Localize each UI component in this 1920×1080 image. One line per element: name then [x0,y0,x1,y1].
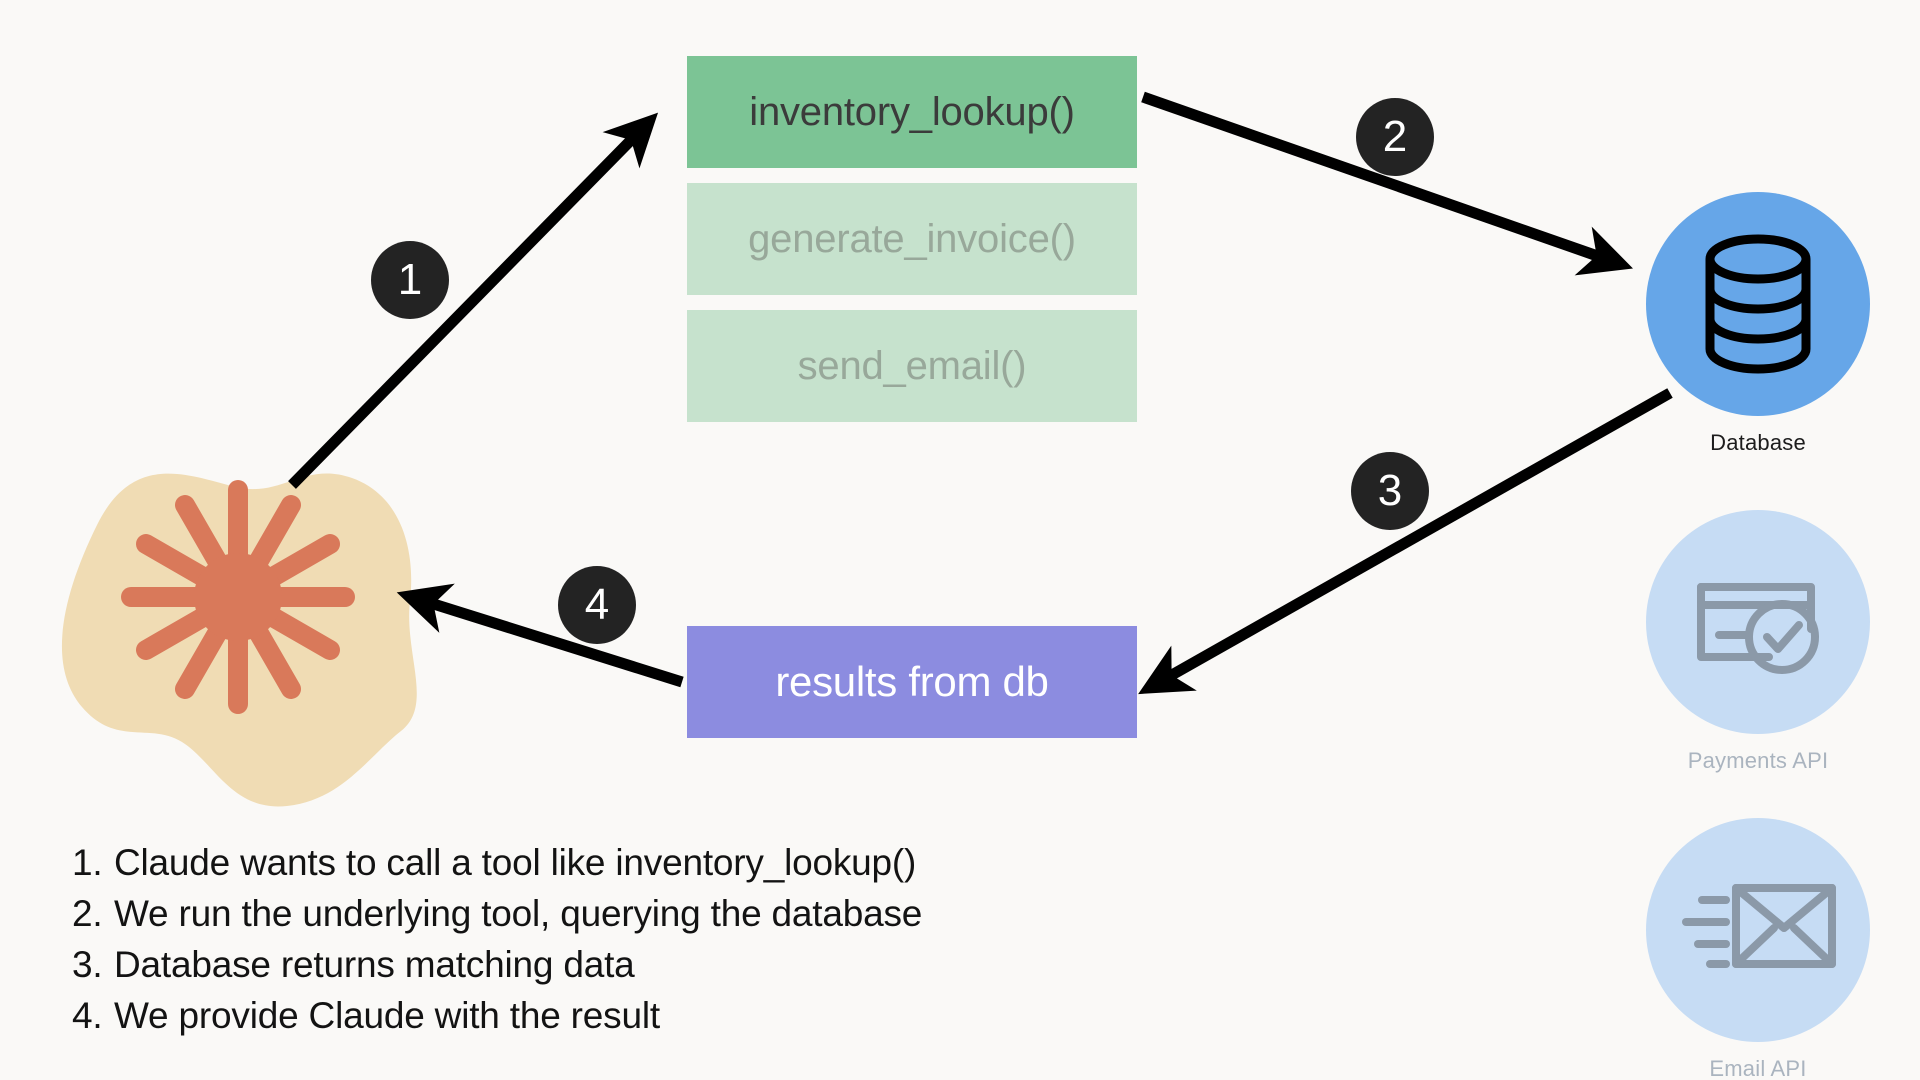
caption-number: 3. [72,944,103,985]
caption-text: Claude wants to call a tool like invento… [114,842,917,883]
arrow-claude-to-tool [288,112,659,489]
service-disc [1646,192,1870,416]
caption-text: We provide Claude with the result [114,995,660,1036]
tool-item-send-email[interactable]: send_email() [687,310,1137,422]
service-email-api[interactable]: Email API [1646,818,1870,1080]
service-label: Payments API [1687,748,1829,773]
service-disc [1646,818,1870,1042]
service-label: Email API [1709,1056,1807,1080]
tool-item-label: send_email() [797,343,1027,388]
caption-number: 4. [72,995,103,1036]
step-badge-4: 4 [558,566,636,644]
step-badge-number: 4 [584,580,610,629]
results-from-db-box: results from db [687,626,1137,738]
service-label: Database [1710,430,1806,455]
step-badge-3: 3 [1351,452,1429,530]
step-badge-2: 2 [1356,98,1434,176]
claude-blob [61,473,417,807]
step-badge-number: 3 [1377,466,1403,515]
caption-text: Database returns matching data [114,944,635,985]
service-payments-api[interactable]: Payments API [1646,510,1870,774]
caption-step-4: 4. We provide Claude with the result [72,995,1272,1046]
steps-caption-list: 1. Claude wants to call a tool like inve… [72,842,1272,1046]
arrow-database-to-results [1138,388,1673,695]
step-badge-number: 2 [1382,112,1408,161]
database-icon [1705,234,1811,374]
service-disc [1646,510,1870,734]
caption-step-2: 2. We run the underlying tool, querying … [72,893,1272,944]
caption-number: 2. [72,893,103,934]
results-label: results from db [775,658,1049,705]
tool-item-label: generate_invoice() [748,216,1076,261]
caption-step-3: 3. Database returns matching data [72,944,1272,995]
caption-text: We run the underlying tool, querying the… [114,893,923,934]
tool-item-generate-invoice[interactable]: generate_invoice() [687,183,1137,295]
step-badge-1: 1 [371,241,449,319]
step-badge-number: 1 [397,255,423,304]
email-envelope-icon [1682,884,1836,968]
service-database[interactable]: Database [1646,192,1870,456]
starburst-rays [121,480,355,714]
caption-number: 1. [72,842,103,883]
credit-card-check-icon [1697,583,1819,674]
tool-item-label: inventory_lookup() [749,89,1075,134]
tool-item-inventory-lookup[interactable]: inventory_lookup() [687,56,1137,168]
arrow-results-to-claude [396,583,684,688]
caption-step-1: 1. Claude wants to call a tool like inve… [72,842,1272,893]
